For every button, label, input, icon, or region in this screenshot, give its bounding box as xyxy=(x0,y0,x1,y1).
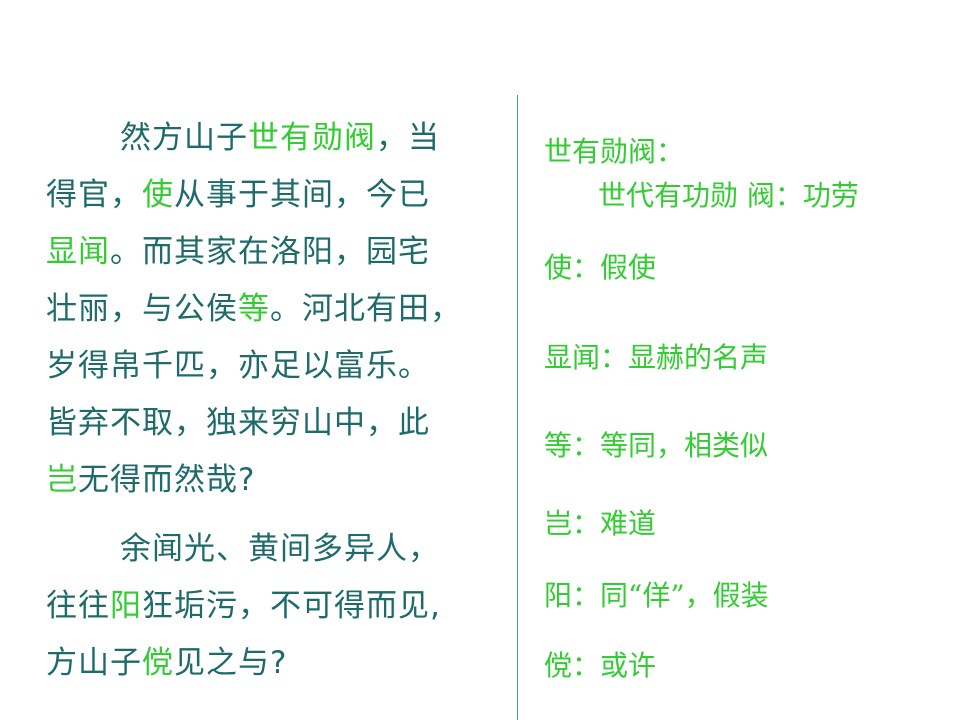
highlighted-term: 岂 xyxy=(46,462,78,498)
highlighted-term: 阳 xyxy=(110,588,142,624)
note-xianwen: 显闻：显赫的名声 xyxy=(544,341,769,374)
passage-text: 从事于其间，今已 xyxy=(174,177,430,213)
passage-line: 显闻。而其家在洛阳，园宅 xyxy=(46,224,516,281)
highlighted-term: 世有勋阀 xyxy=(248,120,376,156)
passage-line: 然方山子世有勋阀，当 xyxy=(46,110,516,167)
divider-line xyxy=(517,95,518,720)
note-tang: 傥：或许 xyxy=(544,649,657,682)
note-yang: 阳：同“佯”，假装 xyxy=(544,579,769,612)
highlighted-term: 傥 xyxy=(142,645,174,681)
passage-text: 岁得帛千匹，亦足以富乐。 xyxy=(46,348,430,384)
passage-paragraph-1: 然方山子世有勋阀，当得官，使从事于其间，今已显闻。而其家在洛阳，园宅壮丽，与公侯… xyxy=(46,110,516,509)
passage-line: 壮丽，与公侯等。河北有田， xyxy=(46,281,516,338)
note-shiyouxunfa-term: 世有勋阀： xyxy=(544,135,685,168)
highlighted-term: 显闻 xyxy=(46,234,110,270)
passage-paragraph-2: 余闻光、黄间多异人，往往阳狂垢污，不可得而见,方山子傥见之与? xyxy=(46,521,516,692)
note-qi: 岂：难道 xyxy=(544,507,657,540)
passage-text: 得官， xyxy=(46,177,142,213)
passage-line: 岁得帛千匹，亦足以富乐。 xyxy=(46,338,516,395)
passage-line: 余闻光、黄间多异人， xyxy=(46,521,516,578)
note-shiyouxunfa-definition: 世代有功勋 阀：功劳 xyxy=(598,179,859,212)
passage-text: 皆弃不取，独来穷山中，此 xyxy=(46,405,430,441)
highlighted-term: 使 xyxy=(142,177,174,213)
passage-text: 余闻光、黄间多异人， xyxy=(120,531,440,567)
note-shi: 使：假使 xyxy=(544,251,657,284)
passage-line: 往往阳狂垢污，不可得而见, xyxy=(46,578,516,635)
note-deng: 等：等同，相类似 xyxy=(544,429,769,462)
highlighted-term: 等 xyxy=(238,291,270,327)
passage-text: 然方山子 xyxy=(120,120,248,156)
passage-text: 见之与? xyxy=(174,645,288,681)
passage-text: 壮丽，与公侯 xyxy=(46,291,238,327)
passage-line: 皆弃不取，独来穷山中，此 xyxy=(46,395,516,452)
passage-line: 岂无得而然哉? xyxy=(46,452,516,509)
passage-line: 方山子傥见之与? xyxy=(46,635,516,692)
passage-text: 。而其家在洛阳，园宅 xyxy=(110,234,430,270)
passage-text: ，当 xyxy=(376,120,440,156)
passage-line: 得官，使从事于其间，今已 xyxy=(46,167,516,224)
passage-text: 方山子 xyxy=(46,645,142,681)
passage-text: 。河北有田， xyxy=(270,291,462,327)
passage-text: 狂垢污，不可得而见, xyxy=(142,588,441,624)
passage-text: 往往 xyxy=(46,588,110,624)
passage-text: 无得而然哉? xyxy=(78,462,256,498)
